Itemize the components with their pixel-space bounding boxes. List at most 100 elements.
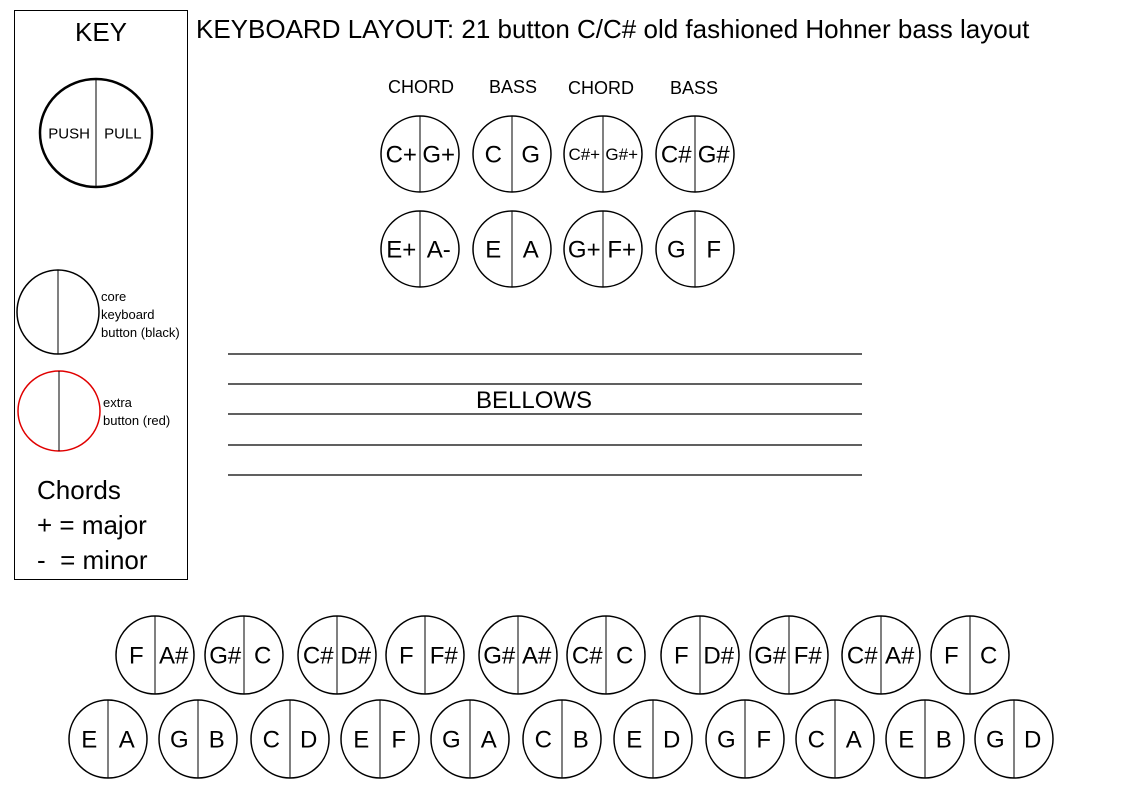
pull-note-label: C: [616, 643, 633, 670]
column-label-chord-2: CHORD: [568, 78, 634, 98]
push-note-label: E: [353, 727, 369, 754]
push-note-label: E: [485, 237, 501, 264]
bass-button: C#G#: [655, 115, 735, 193]
pull-note-label: A#: [522, 643, 552, 670]
page-title: KEYBOARD LAYOUT: 21 button C/C# old fash…: [196, 14, 1030, 44]
push-note-label: F: [674, 643, 689, 670]
core-desc-line-3: button (black): [101, 325, 180, 340]
core-desc-line-1: core: [101, 289, 127, 304]
treble-button: G# F#: [749, 615, 829, 695]
pull-note-label: F#: [794, 643, 823, 670]
push-note-label: G: [986, 727, 1005, 754]
treble-button: G#A#: [478, 615, 558, 695]
push-note-label: C: [535, 727, 552, 754]
push-note-label: G: [667, 237, 686, 264]
push-note-label: G: [717, 727, 736, 754]
treble-button: F D#: [660, 615, 740, 695]
bass-button: C#+ G#+: [563, 115, 643, 193]
treble-button: G# C: [204, 615, 284, 695]
column-label-chord-1: CHORD: [388, 77, 454, 97]
pull-note-label: A#: [885, 643, 915, 670]
bellows-lines: [228, 353, 862, 476]
extra-desc-line-1: extra: [103, 395, 132, 410]
treble-button: C#D#: [297, 615, 377, 695]
extra-desc-line-2: button (red): [103, 413, 171, 428]
push-note-label: E+: [386, 237, 416, 264]
push-note-label: C#: [661, 142, 692, 169]
bellows-label: BELLOWS: [476, 387, 593, 414]
push-note-label: G#: [754, 643, 787, 670]
push-note-label: G+: [568, 237, 601, 264]
push-note-label: G: [442, 727, 461, 754]
core-button-description: core keyboard button (black): [101, 288, 180, 342]
push-note-label: C: [485, 142, 502, 169]
pull-note-label: D: [300, 727, 317, 754]
pull-note-label: G#: [698, 142, 731, 169]
pull-note-label: F: [391, 727, 406, 754]
pull-note-label: B: [936, 727, 952, 754]
extra-button-description: extra button (red): [103, 394, 170, 430]
push-note-label: C#+: [568, 145, 600, 164]
push-note-label: C#: [847, 643, 878, 670]
minor-legend: - = minor: [37, 545, 148, 575]
push-note-label: F: [944, 643, 959, 670]
pull-note-label: F+: [607, 237, 636, 264]
push-note-label: C#: [572, 643, 603, 670]
treble-button: C# C: [566, 615, 646, 695]
major-legend: + = major: [37, 510, 147, 540]
pull-note-label: G#+: [605, 145, 638, 164]
pull-note-label: D#: [703, 643, 734, 670]
pull-note-label: PULL: [104, 125, 142, 142]
pull-note-label: A-: [427, 237, 451, 264]
bass-button: C+G+: [380, 115, 460, 193]
push-note-label: G#: [209, 643, 242, 670]
push-note-label: F: [129, 643, 144, 670]
pull-note-label: A: [481, 727, 497, 754]
pull-note-label: G+: [422, 142, 455, 169]
key-extra-button: [17, 370, 101, 452]
treble-button: C# A#: [841, 615, 921, 695]
pull-note-label: F#: [430, 643, 459, 670]
push-note-label: C+: [386, 142, 417, 169]
pull-note-label: A#: [159, 643, 189, 670]
pull-note-label: A: [119, 727, 135, 754]
pull-note-label: A: [846, 727, 862, 754]
pull-note-label: C: [980, 643, 997, 670]
push-note-label: G: [170, 727, 189, 754]
pull-note-label: C: [254, 643, 271, 670]
bass-button: G+F+: [563, 210, 643, 288]
push-note-label: C#: [303, 643, 334, 670]
push-note-label: C: [263, 727, 280, 754]
core-desc-line-2: keyboard: [101, 307, 155, 322]
key-core-button: [16, 269, 100, 355]
pull-note-label: D#: [340, 643, 371, 670]
push-note-label: C: [808, 727, 825, 754]
chords-legend: Chords + = major - = minor: [37, 473, 148, 578]
push-note-label: F: [399, 643, 414, 670]
pull-note-label: B: [209, 727, 225, 754]
chords-heading: Chords: [37, 475, 121, 505]
pull-note-label: D: [1024, 727, 1041, 754]
pull-note-label: B: [573, 727, 589, 754]
pull-note-label: F: [706, 237, 721, 264]
